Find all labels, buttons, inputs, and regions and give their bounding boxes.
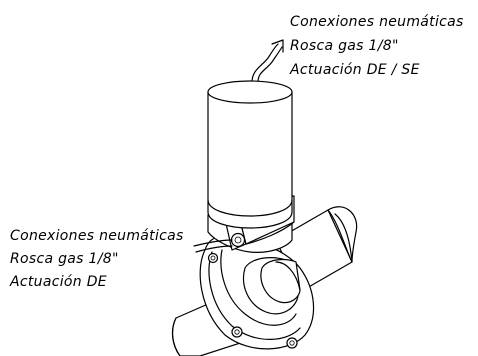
- side-air-port: [230, 232, 246, 248]
- bolt-1: [231, 326, 243, 338]
- top-callout-line-2: Rosca gas 1/8": [290, 38, 399, 54]
- bolt-3: [207, 252, 219, 264]
- left-air-tube: [193, 239, 233, 253]
- valve-hub: [243, 257, 301, 315]
- left-callout: Conexiones neumáticas Rosca gas 1/8" Act…: [9, 228, 184, 290]
- left-callout-line-1: Conexiones neumáticas: [10, 228, 184, 244]
- top-air-tube: [251, 39, 284, 83]
- left-callout-line-3: Actuación DE: [9, 274, 107, 290]
- top-callout-line-3: Actuación DE / SE: [289, 62, 420, 78]
- bolt-2: [286, 337, 298, 349]
- top-callout-line-1: Conexiones neumáticas: [290, 14, 464, 30]
- top-callout: Conexiones neumáticas Rosca gas 1/8" Act…: [289, 14, 464, 78]
- left-callout-line-2: Rosca gas 1/8": [10, 251, 119, 267]
- actuator-cylinder: [207, 80, 293, 229]
